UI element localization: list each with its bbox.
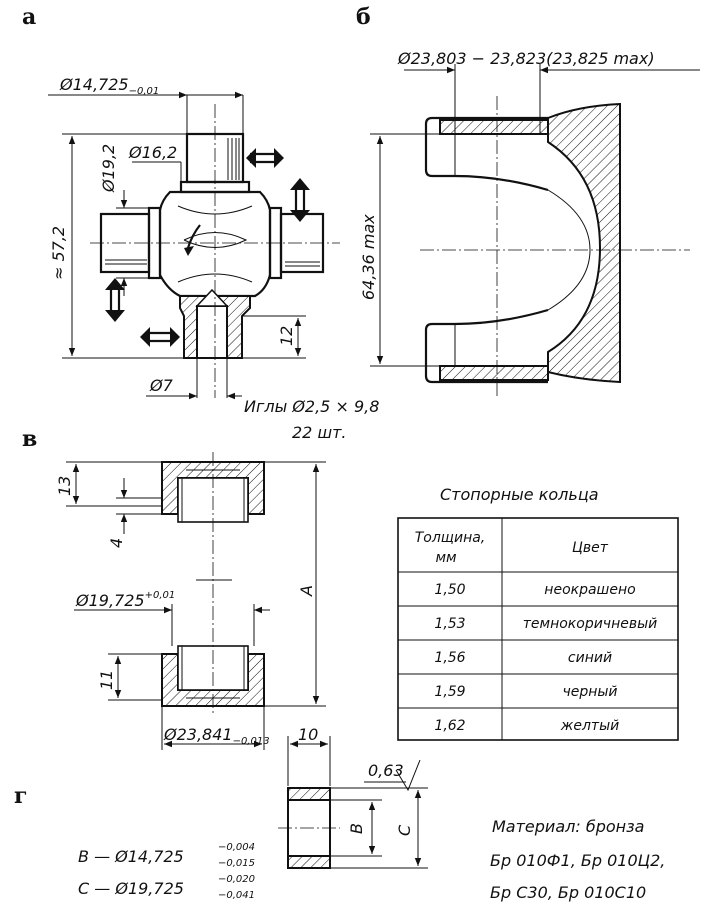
double-arrow-icon bbox=[290, 178, 310, 222]
bearing-drawing: 13 4 A Ø19,725+0,01 11 Ø23,841−0,013 bbox=[55, 452, 326, 750]
dim-d-small: Ø7 bbox=[149, 376, 174, 395]
formula-C: C — Ø19,725 bbox=[78, 879, 184, 898]
table-cell-color: желтый bbox=[560, 718, 619, 734]
svg-text:C — Ø19,725: C — Ø19,725 bbox=[78, 879, 184, 898]
svg-text:Ø23,841−0,013: Ø23,841−0,013 bbox=[163, 725, 270, 747]
table-cell-color: черный bbox=[562, 684, 617, 700]
table-cell-thickness: 1,53 bbox=[434, 616, 465, 632]
dim-C: C bbox=[395, 824, 414, 836]
formula-B-upper: −0,004 bbox=[218, 842, 255, 853]
table-header-thickness-1: Толщина, bbox=[415, 530, 486, 546]
dim-d-outer: Ø23,841 bbox=[163, 725, 233, 744]
formula-C-lower: −0,041 bbox=[218, 890, 255, 901]
dim-d-top-tol: −0,01 bbox=[129, 86, 160, 97]
dim-h11: 11 bbox=[97, 670, 116, 690]
panel-label-b: б bbox=[356, 4, 371, 30]
roughness-value: 0,63 bbox=[368, 761, 404, 780]
panel-label-g: г bbox=[14, 783, 27, 809]
cross-drawing: Ø14,725−0,01 Ø16,2 Ø19,2 ≈ 57,2 12 Ø7 Иг… bbox=[48, 75, 379, 442]
rings-table: Стопорные кольца Толщина, мм Цвет 1,50 н… bbox=[397, 485, 679, 741]
dim-h13: 13 bbox=[55, 476, 74, 496]
needles-line2: 22 шт. bbox=[292, 423, 347, 442]
double-arrow-icon bbox=[246, 148, 284, 168]
material-line1: Материал: бронза bbox=[492, 817, 644, 836]
table-cell-thickness: 1,62 bbox=[434, 718, 465, 734]
dim-B: B bbox=[347, 823, 366, 834]
formula-B: B — Ø14,725 bbox=[78, 847, 184, 866]
dim-d-inner-tol: +0,01 bbox=[145, 590, 176, 601]
dim-d-top: Ø14,725 bbox=[59, 75, 129, 94]
rings-table-title: Стопорные кольца bbox=[440, 485, 599, 504]
panel-label-v: в bbox=[22, 426, 37, 452]
material-line3: Бр С30, Бр 010С10 bbox=[490, 883, 646, 902]
table-cell-thickness: 1,59 bbox=[434, 684, 465, 700]
dim-h4: 4 bbox=[107, 538, 126, 548]
svg-text:Ø14,725−0,01: Ø14,725−0,01 bbox=[59, 75, 159, 97]
dim-h12: 12 bbox=[277, 326, 296, 346]
svg-text:Ø19,725+0,01: Ø19,725+0,01 bbox=[75, 590, 175, 610]
formula-C-upper: −0,020 bbox=[218, 874, 255, 885]
table-cell-color: синий bbox=[568, 650, 612, 666]
dim-length: ≈ 57,2 bbox=[49, 226, 68, 280]
double-arrow-icon bbox=[140, 327, 180, 347]
table-cell-color: неокрашено bbox=[544, 582, 635, 598]
table-header-color: Цвет bbox=[572, 540, 609, 556]
dim-d-neck: Ø16,2 bbox=[128, 143, 177, 162]
double-arrow-icon bbox=[105, 278, 125, 322]
material-line2: Бр 010Ф1, Бр 010Ц2, bbox=[490, 851, 665, 870]
panel-label-a: а bbox=[22, 4, 36, 30]
material-note: Материал: бронза Бр 010Ф1, Бр 010Ц2, Бр … bbox=[490, 817, 665, 902]
formula-B-lower: −0,015 bbox=[218, 858, 255, 869]
dim-d-outer-tol: −0,013 bbox=[233, 736, 270, 747]
needles-line1: Иглы Ø2,5 × 9,8 bbox=[244, 397, 379, 416]
svg-text:B — Ø14,725: B — Ø14,725 bbox=[78, 847, 184, 866]
dim-w10: 10 bbox=[298, 725, 318, 744]
table-cell-color: темнокоричневый bbox=[523, 616, 658, 632]
bushing-drawing: 10 0,63 B C B — Ø14,725 −0,004 −0,015 C … bbox=[78, 725, 428, 901]
dim-yoke-height: 64,36 max bbox=[359, 214, 378, 300]
yoke-drawing: Ø23,803 − 23,823(23,825 max) 64,36 max bbox=[359, 49, 700, 398]
dim-d-inner: Ø19,725 bbox=[75, 591, 145, 610]
table-header-thickness-2: мм bbox=[435, 550, 457, 566]
dim-yoke-bore: Ø23,803 − 23,823(23,825 max) bbox=[397, 49, 655, 68]
table-cell-thickness: 1,56 bbox=[434, 650, 465, 666]
table-cell-thickness: 1,50 bbox=[434, 582, 465, 598]
dim-A: A bbox=[297, 585, 316, 597]
dim-d-body: Ø19,2 bbox=[99, 144, 118, 193]
